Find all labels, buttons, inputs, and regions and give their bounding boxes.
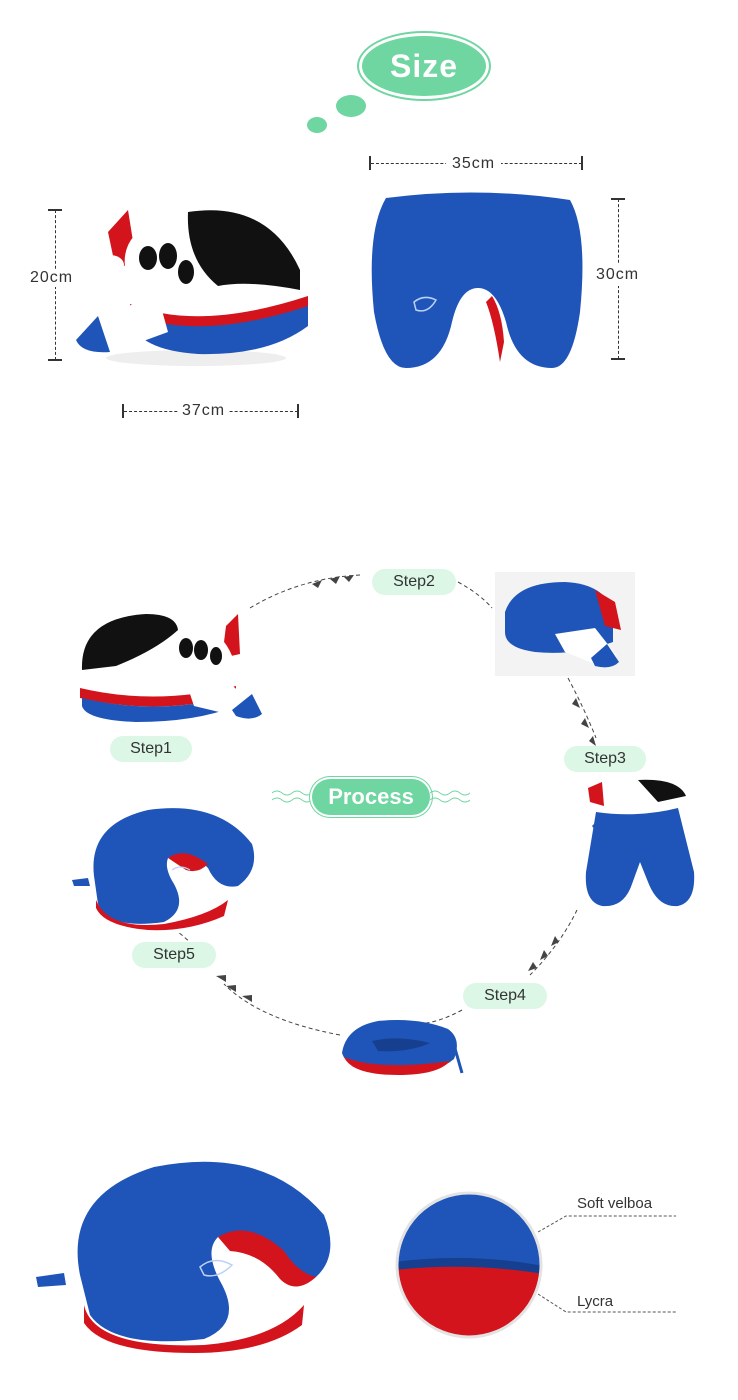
step-4-text: Step4 [484,987,526,1004]
step-5-label: Step5 [132,942,216,968]
pillow-height-label: 30cm [596,264,640,286]
neck-pillow-top-image [371,192,583,368]
plane-height-tick-bottom [48,359,62,361]
plane-width-tick-left [122,404,124,418]
pillow-width-label: 35cm [446,155,502,173]
size-title: Size [389,47,459,84]
process-cycle-path [177,574,597,1036]
pillow-width-tick-left [369,156,371,170]
thought-bubble-medium [336,95,366,117]
material-label-soft-velboa: Soft velboa [577,1195,653,1212]
step-1-label: Step1 [110,736,192,762]
step-4-label: Step4 [463,983,547,1009]
step-2-label: Step2 [372,569,456,595]
step-2-folding-image [505,582,621,668]
material-callout-lines [537,1215,676,1313]
step-3-unfolding-image [585,777,695,907]
plane-width-tick-right [297,404,299,418]
step-1-airplane-image [80,614,262,722]
step-5-neck-pillow-image [72,808,255,931]
thought-bubble-small [307,117,327,133]
step-5-text: Step5 [153,946,195,963]
plane-height-label: 20cm [30,269,74,287]
step-3-text: Step3 [584,750,626,767]
neck-pillow-large-image [36,1161,331,1353]
material-label-lycra: Lycra [577,1293,614,1310]
pillow-height-tick-bottom [611,358,625,360]
step-1-text: Step1 [130,740,172,757]
pillow-width-tick-right [581,156,583,170]
airplane-plush-image [76,208,308,366]
process-title: Process [328,784,414,809]
process-wave-decoration-right [430,790,470,803]
size-title-badge: Size [362,36,486,96]
step-2-text: Step2 [393,573,435,590]
plane-width-label: 37cm [178,402,230,420]
step-3-label: Step3 [564,746,646,772]
process-wave-decoration-left [272,790,312,803]
fabric-closeup-image [395,1191,543,1339]
step-4-pillow-flat-image [342,1020,464,1075]
process-title-badge: Process [312,779,430,815]
